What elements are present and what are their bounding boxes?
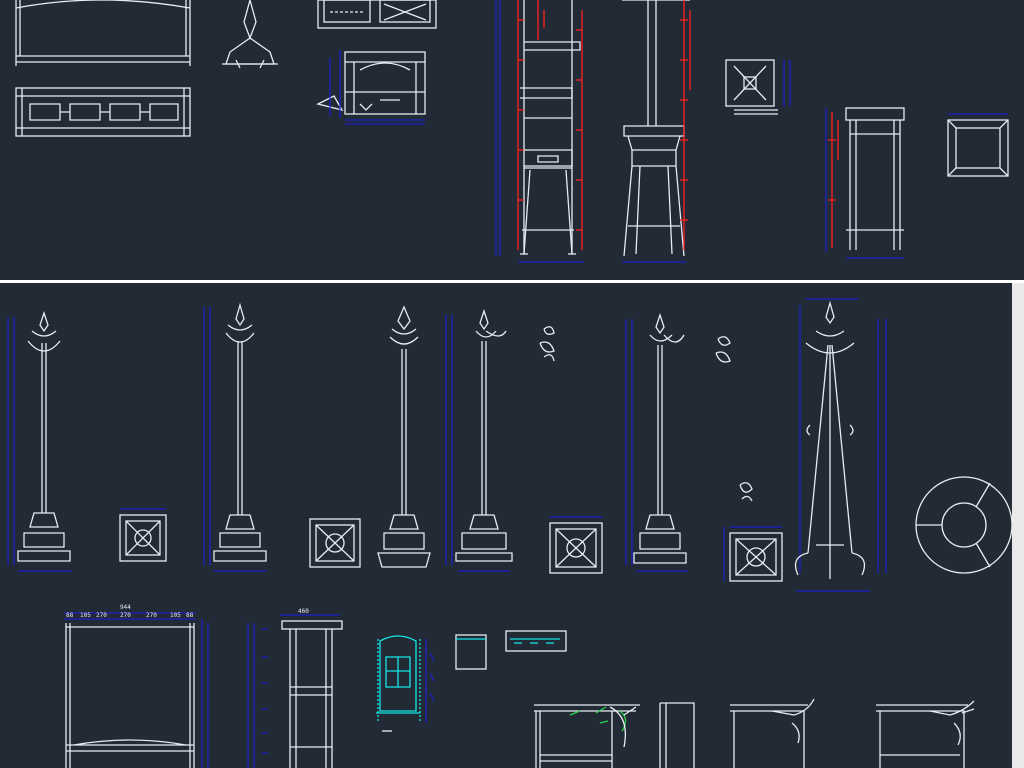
console-table-end-elevation — [730, 698, 815, 768]
coat-stand-1-elevation — [7, 310, 72, 572]
small-rail-detail[interactable] — [505, 630, 567, 652]
coat-stand-4-elevation — [445, 308, 513, 572]
bench-lattice-elevation — [15, 87, 191, 137]
dim-label: 105 — [80, 612, 91, 619]
tripod-base-circular-plan — [915, 476, 1012, 574]
console-table-elevation[interactable] — [534, 704, 640, 768]
ornament-detail-a — [539, 326, 555, 362]
dim-label: 270 — [96, 612, 107, 619]
dim-total-label: 944 — [120, 604, 131, 611]
vertical-scrollbar[interactable] — [1012, 283, 1024, 768]
dim-label: 270 — [146, 612, 157, 619]
cabinet-panel-views — [317, 0, 437, 29]
coat-stand-3-elevation — [377, 305, 431, 568]
coat-stand-4-base-plan — [549, 516, 603, 574]
dim-label: 270 — [120, 612, 131, 619]
small-panel-detail — [455, 634, 487, 670]
drawing-panel-bottom[interactable]: 88 105 270 270 270 105 88 944 — [0, 283, 1012, 768]
square-top-plan — [947, 113, 1009, 177]
dim-label: 88 — [186, 612, 194, 619]
tall-stand-side-elevation — [622, 0, 691, 263]
finial-ornament-detail — [222, 0, 278, 69]
coat-stand-2-base-plan — [309, 518, 361, 568]
stand-top-view — [725, 59, 791, 115]
console-table-side-rail — [659, 702, 695, 768]
bed-front-elevation: 88 105 270 270 270 105 88 944 — [64, 604, 209, 768]
cabinet-front-elevation — [316, 50, 426, 125]
ornament-detail-b — [715, 336, 753, 502]
tall-stand-front-elevation — [495, 0, 584, 263]
tripod-coat-stand-elevation — [794, 298, 887, 592]
dim-label: 105 — [170, 612, 181, 619]
dim-label: 460 — [298, 608, 309, 615]
coat-stand-5-base-plan — [723, 526, 783, 582]
side-table-elevation — [825, 107, 905, 259]
coat-stand-5-elevation — [625, 312, 688, 572]
console-table-side-elevation — [876, 700, 975, 768]
bench-front-elevation — [15, 0, 191, 66]
dim-label: 88 — [66, 612, 74, 619]
bed-side-elevation: 460 — [247, 608, 343, 768]
coat-stand-2-elevation — [203, 302, 267, 572]
drawing-panel-top[interactable] — [0, 0, 1024, 280]
coat-stand-1-base-plan — [119, 508, 167, 562]
selected-cabinet-detail[interactable] — [376, 635, 435, 732]
